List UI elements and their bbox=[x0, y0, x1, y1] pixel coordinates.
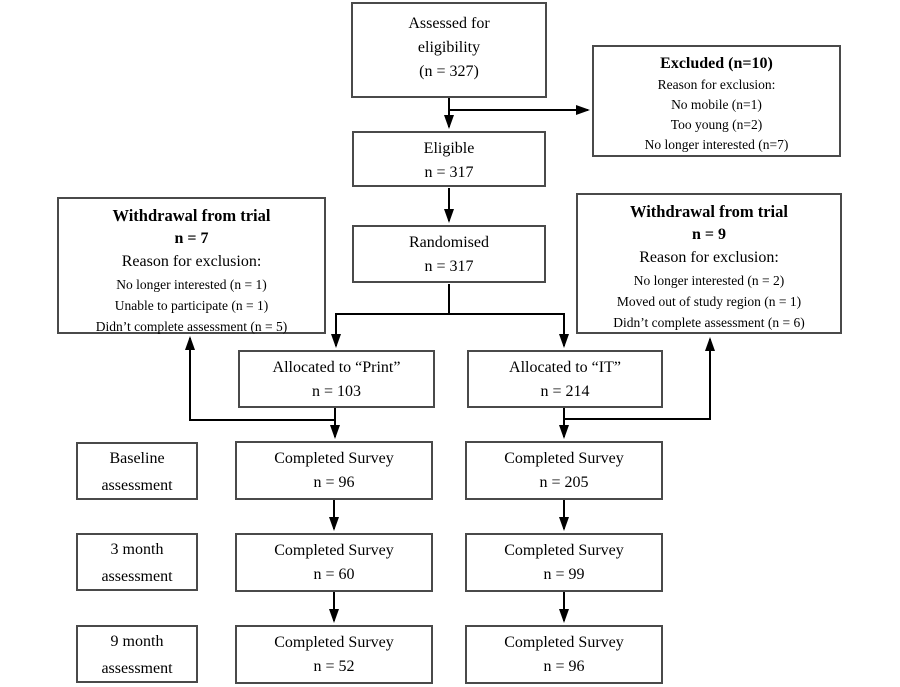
assessed-line-1: Assessed for bbox=[408, 15, 490, 32]
print-survey-9month-box: Completed Survey n = 52 bbox=[235, 625, 433, 684]
it-survey-baseline-n: n = 205 bbox=[539, 474, 589, 491]
it-survey-3month-label: Completed Survey bbox=[504, 542, 624, 559]
it-survey-9month-label: Completed Survey bbox=[504, 634, 624, 651]
allocated-it-box: Allocated to “IT” n = 214 bbox=[467, 350, 663, 408]
eligible-n: n = 317 bbox=[424, 164, 474, 181]
print-survey-baseline-label: Completed Survey bbox=[274, 450, 394, 467]
baseline-label-line-1: Baseline bbox=[109, 450, 165, 467]
baseline-label-line-2: assessment bbox=[101, 477, 173, 494]
withdrawal-left-box: Withdrawal from trial n = 7 Reason for e… bbox=[57, 197, 326, 334]
withdrawal-left-reason: Unable to participate (n = 1) bbox=[114, 298, 269, 313]
randomised-n: n = 317 bbox=[424, 258, 474, 275]
withdrawal-right-reason: Moved out of study region (n = 1) bbox=[616, 294, 802, 309]
withdrawal-left-n: n = 7 bbox=[174, 230, 209, 247]
allocated-print-label: Allocated to “Print” bbox=[272, 359, 401, 376]
excluded-title: Excluded (n=10) bbox=[660, 55, 773, 72]
print-survey-baseline-box: Completed Survey n = 96 bbox=[235, 441, 433, 500]
it-survey-baseline-box: Completed Survey n = 205 bbox=[465, 441, 663, 500]
eligible-box: Eligible n = 317 bbox=[352, 131, 546, 187]
print-survey-baseline-n: n = 96 bbox=[313, 474, 355, 491]
print-survey-9month-n: n = 52 bbox=[313, 658, 355, 675]
print-survey-3month-box: Completed Survey n = 60 bbox=[235, 533, 433, 592]
withdrawal-right-reason: No longer interested (n = 2) bbox=[633, 273, 785, 288]
withdrawal-left-reason: No longer interested (n = 1) bbox=[116, 277, 267, 292]
withdrawal-right-subtitle: Reason for exclusion: bbox=[639, 249, 779, 266]
excluded-subtitle: Reason for exclusion: bbox=[657, 77, 776, 92]
withdrawal-left-subtitle: Reason for exclusion: bbox=[121, 253, 262, 270]
randomised-box: Randomised n = 317 bbox=[352, 225, 546, 283]
withdrawal-left-reason: Didn’t complete assessment (n = 5) bbox=[95, 319, 288, 334]
withdrawal-right-title: Withdrawal from trial bbox=[630, 202, 788, 221]
print-survey-3month-n: n = 60 bbox=[313, 566, 355, 583]
excluded-reason: No longer interested (n=7) bbox=[644, 137, 789, 152]
allocated-it-n: n = 214 bbox=[540, 383, 590, 400]
three-month-assessment-label-box: 3 month assessment bbox=[76, 533, 198, 591]
allocated-print-box: Allocated to “Print” n = 103 bbox=[238, 350, 435, 408]
eligible-label: Eligible bbox=[423, 140, 475, 157]
it-survey-9month-box: Completed Survey n = 96 bbox=[465, 625, 663, 684]
it-survey-9month-n: n = 96 bbox=[543, 658, 585, 675]
it-survey-3month-box: Completed Survey n = 99 bbox=[465, 533, 663, 592]
nine-month-assessment-label-box: 9 month assessment bbox=[76, 625, 198, 683]
assessed-line-2: eligibility bbox=[417, 39, 481, 56]
randomised-label: Randomised bbox=[409, 234, 489, 251]
three-month-label-line-2: assessment bbox=[101, 568, 173, 585]
it-survey-baseline-label: Completed Survey bbox=[504, 450, 624, 467]
it-survey-3month-n: n = 99 bbox=[543, 566, 585, 583]
excluded-reason: Too young (n=2) bbox=[670, 117, 763, 132]
allocated-it-label: Allocated to “IT” bbox=[509, 359, 621, 376]
allocated-print-n: n = 103 bbox=[311, 383, 362, 400]
withdrawal-right-reason: Didn’t complete assessment (n = 6) bbox=[613, 315, 805, 330]
assessed-eligibility-box: Assessed for eligibility (n = 327) bbox=[351, 2, 547, 98]
baseline-assessment-label-box: Baseline assessment bbox=[76, 442, 198, 500]
print-survey-9month-label: Completed Survey bbox=[274, 634, 394, 651]
excluded-reason: No mobile (n=1) bbox=[671, 97, 762, 112]
assessed-line-3: (n = 327) bbox=[419, 63, 479, 80]
withdrawal-left-title: Withdrawal from trial bbox=[112, 206, 271, 225]
three-month-label-line-1: 3 month bbox=[110, 541, 164, 558]
nine-month-label-line-1: 9 month bbox=[110, 633, 164, 650]
excluded-box: Excluded (n=10) Reason for exclusion: No… bbox=[592, 45, 841, 157]
withdrawal-right-box: Withdrawal from trial n = 9 Reason for e… bbox=[576, 193, 842, 334]
withdrawal-right-n: n = 9 bbox=[691, 226, 726, 243]
print-survey-3month-label: Completed Survey bbox=[274, 542, 394, 559]
nine-month-label-line-2: assessment bbox=[101, 660, 173, 677]
